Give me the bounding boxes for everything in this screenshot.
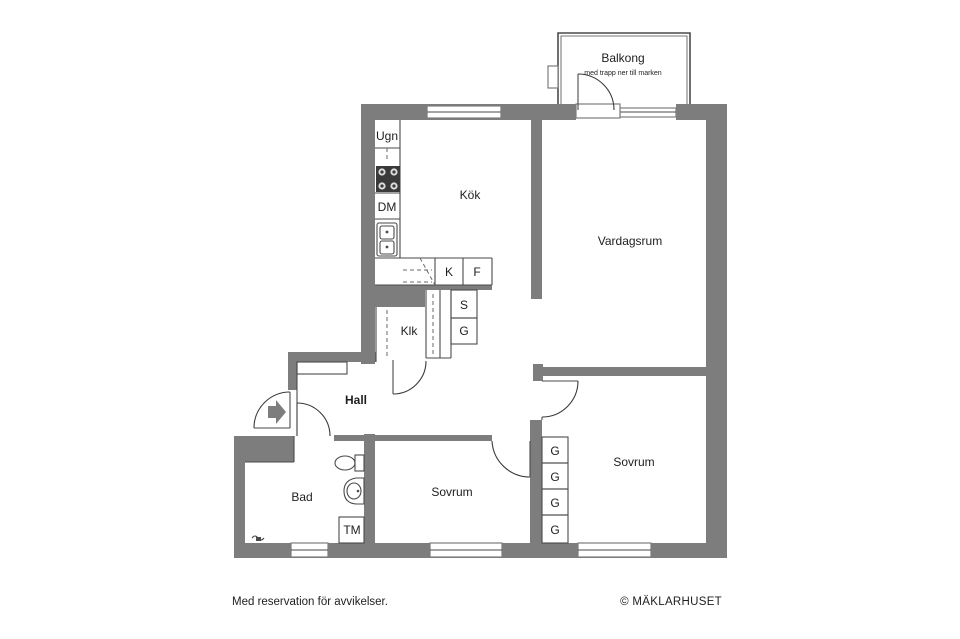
closet-label: Klk (401, 324, 419, 338)
wall-kitchen-bottom (361, 285, 425, 307)
hall-label: Hall (345, 393, 367, 407)
balcony-label: Balkong (601, 51, 644, 65)
wall-kitchen-cabinet-top (425, 285, 492, 290)
wardrobe-g-3-label: G (550, 496, 559, 510)
disclaimer-text: Med reservation för avvikelser. (232, 596, 388, 608)
washbasin-icon (343, 477, 365, 505)
wall-kitchen-living (531, 120, 542, 299)
fridge-label: K (445, 265, 453, 279)
bedroom-2-fixtures: G G G G (541, 380, 579, 544)
bedroom-2-label: Sovrum (613, 455, 654, 469)
wardrobe-g-1-label: G (550, 444, 559, 458)
wall-right-outer (706, 104, 727, 558)
cabinet-g-label: G (459, 324, 468, 338)
balcony (547, 32, 691, 119)
living-room-label: Vardagsrum (598, 234, 662, 248)
balcony-stairs (547, 65, 559, 89)
dishwasher-label: DM (378, 200, 397, 214)
room-labels: Balkong med trapp ner till marken Kök Va… (291, 51, 662, 504)
bathroom-label: Bad (291, 490, 312, 504)
wall-hall-top (288, 352, 376, 362)
bedroom-1-fixtures (491, 440, 531, 478)
wall-living-bedroom (535, 367, 706, 376)
bedroom-1-label: Sovrum (431, 485, 472, 499)
wall-bath-left (234, 436, 245, 558)
copyright-text: © MÄKLARHUSET (620, 596, 722, 608)
bathroom-fixtures: TM (245, 436, 365, 544)
hall-fixtures (253, 361, 348, 437)
balcony-door-swing (577, 73, 615, 111)
wall-left-kitchen (361, 104, 375, 364)
wall-bath-bedroom (364, 434, 375, 546)
windows (290, 105, 677, 558)
freezer-label: F (473, 265, 480, 279)
wall-bath-top (234, 436, 294, 462)
closet-door-swing (392, 360, 427, 395)
oven-label: Ugn (376, 129, 398, 143)
wardrobe-g-4-label: G (550, 523, 559, 537)
sink-icon (376, 222, 398, 257)
dryer-label: TM (343, 523, 360, 537)
cabinet-s-label: S (460, 298, 468, 312)
balcony-door-opening (575, 103, 621, 119)
kitchen-label: Kök (460, 188, 482, 202)
kitchen-fixtures: Ugn DM K F (375, 120, 493, 286)
hall-cabinets: S G (450, 289, 478, 345)
wall-hall-bedroom (334, 435, 492, 441)
wall-hall-left (288, 352, 297, 390)
wall-bedrooms (530, 420, 542, 546)
wall-living-stub (533, 364, 543, 381)
bedroom-2-door-swing (541, 380, 579, 418)
bath-door-swing (296, 402, 331, 437)
wardrobe-g-2-label: G (550, 470, 559, 484)
walls (234, 104, 727, 558)
entrance-door-swing (253, 391, 291, 429)
closet (375, 290, 452, 395)
balcony-note: med trapp ner till marken (584, 70, 662, 77)
bedroom-1-door-swing (491, 440, 531, 478)
toilet-icon (334, 454, 365, 472)
entrance-arrow-icon (268, 400, 286, 424)
